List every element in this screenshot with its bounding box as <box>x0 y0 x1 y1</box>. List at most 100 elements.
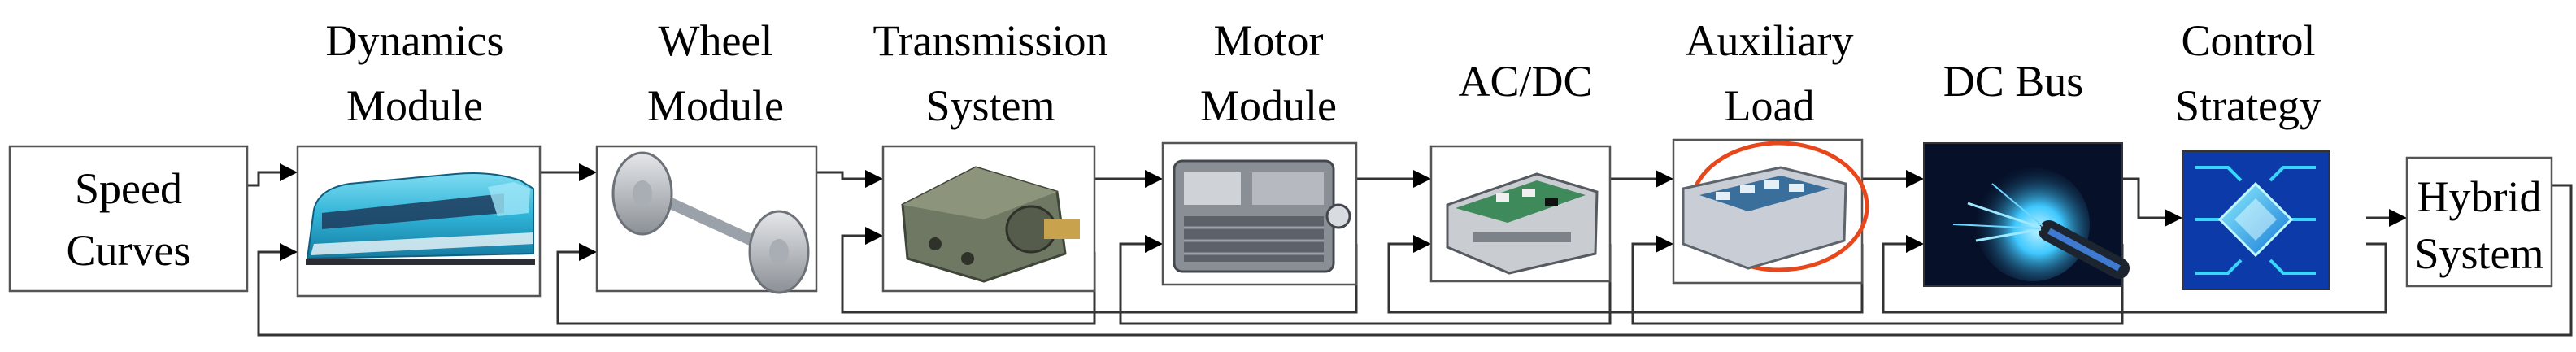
motor-shaft <box>1325 203 1351 229</box>
label-auxiliary-load: Auxiliary Load <box>1686 16 1854 130</box>
block-dynamics-module <box>296 145 542 298</box>
forward-wires <box>247 171 2391 219</box>
label-line: AC/DC <box>1458 57 1592 106</box>
label-line: System <box>925 81 1055 130</box>
arrow-into-motor-bottom <box>1145 235 1163 253</box>
motor-panel <box>1184 172 1241 205</box>
gearbox-image <box>901 166 1080 283</box>
label-transmission-system: Transmission System <box>872 16 1107 130</box>
label-line: Module <box>346 81 483 130</box>
arrow-into-motor-top <box>1145 170 1163 188</box>
arrow-into-hybrid <box>2389 209 2407 227</box>
label-motor-module: Motor Module <box>1200 16 1337 130</box>
label-dynamics-module: Dynamics Module <box>326 16 504 130</box>
arrow-into-acdc-top <box>1413 170 1431 188</box>
label-line: DC Bus <box>1943 57 2084 106</box>
forward-wire-speed-to-dynamics <box>247 171 281 187</box>
forward-wire-wheel-to-transmission <box>816 171 867 180</box>
block-frame <box>2405 156 2553 288</box>
arrow-into-dynamics-top <box>280 163 298 181</box>
feedback-wire-motor-to-transmission <box>841 234 1358 314</box>
label-ac-dc: AC/DC <box>1458 57 1592 106</box>
circuit-traces <box>2195 166 2316 275</box>
chip-highlight <box>2234 198 2277 241</box>
block-label-line: Hybrid <box>2417 172 2542 221</box>
arrow-into-wheel-bottom <box>579 243 597 261</box>
inverter-board <box>1456 180 1586 223</box>
gearbox-bolt <box>961 252 974 265</box>
block-control-strategy <box>2182 150 2330 290</box>
block-label-line: Curves <box>67 226 191 275</box>
hub-left <box>633 180 652 206</box>
block-auxiliary-load <box>1672 138 1869 285</box>
spark-line <box>1952 224 2040 229</box>
tram-windows <box>322 193 504 229</box>
chip-icon <box>2195 166 2316 275</box>
aux-vent <box>1740 185 1755 193</box>
feedback-wire-dcbus-to-aux <box>1631 242 2124 325</box>
block-hybrid-system: Hybrid System <box>2405 156 2553 288</box>
block-label-line: System <box>2414 229 2543 278</box>
aux-vent <box>1716 192 1730 200</box>
motor-panel <box>1252 172 1324 205</box>
label-line: Motor <box>1214 16 1324 65</box>
label-line: Control <box>2181 16 2315 65</box>
arrow-into-transmission-bottom <box>865 227 883 245</box>
feedback-wires <box>257 184 2573 337</box>
motor-fins <box>1184 216 1324 262</box>
aux-vent <box>1789 184 1804 192</box>
arrowheads <box>280 163 2407 261</box>
tram-image <box>306 172 535 265</box>
auxiliary-unit-image <box>1682 141 1869 272</box>
cable-core <box>2047 228 2121 272</box>
inverter-image <box>1446 172 1599 275</box>
gearbox-top <box>903 167 1057 219</box>
tram-windshield <box>488 182 530 216</box>
arrow-into-aux-top <box>1656 170 1673 188</box>
board-component <box>1496 193 1509 202</box>
label-wheel-module: Wheel Module <box>647 16 784 130</box>
spark-line <box>1975 228 2042 242</box>
board-component <box>1522 189 1535 197</box>
block-frame <box>8 145 249 293</box>
arrow-into-aux-bottom <box>1656 235 1673 253</box>
label-dc-bus: DC Bus <box>1943 57 2084 106</box>
feedback-wire-transmission-to-wheel <box>556 250 1096 325</box>
arrow-into-dynamics-bottom <box>280 243 298 261</box>
aux-vent <box>1764 180 1779 189</box>
block-speed-curves: Speed Curves <box>8 145 249 293</box>
gearbox-bolt <box>929 237 942 250</box>
block-ac-dc <box>1429 145 1612 283</box>
gearbox-shaft <box>1044 219 1080 239</box>
block-transmission-system <box>881 145 1096 293</box>
block-dc-bus <box>1923 142 2130 287</box>
feedback-wire-acdc-to-motor <box>1119 242 1612 325</box>
arrow-into-control <box>2165 209 2182 227</box>
board-component <box>1545 198 1558 206</box>
arrow-into-dcbus-top <box>1906 170 1924 188</box>
feedback-wire-hybrid-to-dynamics <box>257 184 2573 337</box>
block-label-line: Speed <box>75 164 182 213</box>
label-line: Module <box>1200 81 1337 130</box>
wheel-axle-image <box>611 151 810 294</box>
label-line: Dynamics <box>326 16 504 65</box>
arrow-into-wheel-top <box>579 163 597 181</box>
block-wheel-module <box>595 145 818 294</box>
spark-line <box>1967 202 2042 229</box>
spark-line <box>1991 183 2043 227</box>
motor-image <box>1173 159 1351 273</box>
label-line: Strategy <box>2175 81 2321 130</box>
forward-wire-dcbus-to-control <box>2122 177 2166 219</box>
label-line: Module <box>647 81 784 130</box>
label-line: Load <box>1725 81 1815 130</box>
tram-bogie <box>306 259 535 265</box>
feedback-wire-hybrid-to-dcbus <box>1882 242 2387 314</box>
inverter-vent <box>1473 232 1571 242</box>
arrow-into-acdc-bottom <box>1413 235 1431 253</box>
label-line: Auxiliary <box>1686 16 1854 65</box>
tram-stripe <box>311 232 533 255</box>
arrow-into-dcbus-bottom <box>1906 235 1924 253</box>
block-motor-module <box>1161 141 1358 286</box>
label-line: Transmission <box>872 16 1107 65</box>
